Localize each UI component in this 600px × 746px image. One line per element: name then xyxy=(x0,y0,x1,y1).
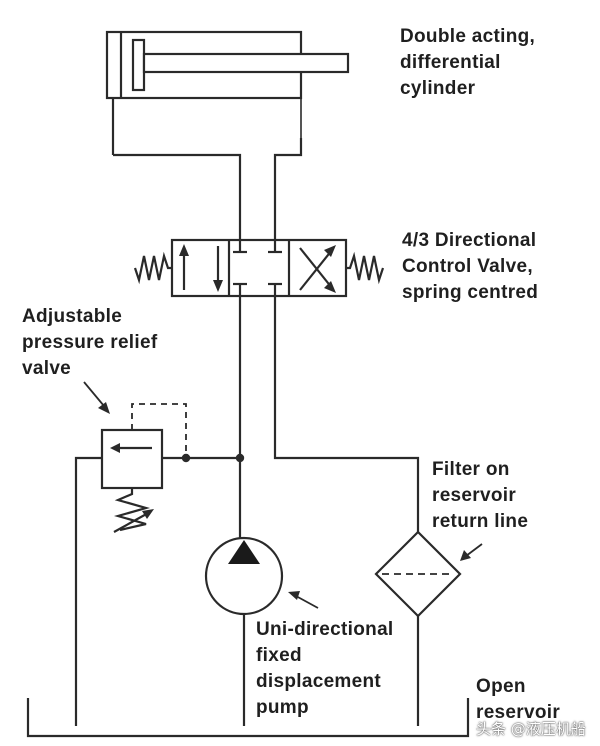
pump-label-line-2: fixed xyxy=(256,645,302,666)
filter-symbol xyxy=(374,530,462,726)
pump-label-line-3: displacement xyxy=(256,671,382,692)
reservoir-label-line-2: reservoir xyxy=(476,702,561,723)
filter-label-line-3: return line xyxy=(432,511,529,532)
control-valve-label-line-2: Control Valve, xyxy=(402,256,533,277)
relief-valve-leader-arrowhead xyxy=(98,402,110,414)
cylinder-label: Double acting, differential cylinder xyxy=(400,24,535,102)
valve-right-arrowhead-1 xyxy=(324,245,336,257)
relief-valve-spring xyxy=(113,488,151,532)
valve-right-cross-arrow-2 xyxy=(299,247,333,289)
relief-valve-label: Adjustable pressure relief valve xyxy=(22,304,157,382)
reservoir-label-line-1: Open xyxy=(476,676,526,697)
watermark: 头条 @液压机船 xyxy=(476,720,586,738)
valve-left-arrowhead-up xyxy=(179,244,189,256)
cylinder-label-line-2: differential xyxy=(400,52,501,73)
pump-direction-triangle xyxy=(228,540,260,564)
valve-right-spring xyxy=(346,251,385,285)
pump-label: Uni-directional fixed displacement pump xyxy=(256,617,394,721)
relief-valve-label-line-1: Adjustable xyxy=(22,306,123,327)
cylinder-label-line-3: cylinder xyxy=(400,78,476,99)
pump-leader-line xyxy=(295,595,319,609)
reservoir-label: Open reservoir xyxy=(476,674,560,726)
filter-leader-arrowhead xyxy=(460,550,471,561)
cylinder-label-line-1: Double acting, xyxy=(400,26,536,47)
relief-valve-adjust-arrow xyxy=(113,511,151,533)
control-valve-label-line-1: 4/3 Directional xyxy=(402,230,537,251)
relief-valve-adjust-arrowhead xyxy=(142,509,154,519)
pump-label-line-4: pump xyxy=(256,697,309,718)
relief-valve-label-line-3: valve xyxy=(22,358,72,379)
control-valve-label: 4/3 Directional Control Valve, spring ce… xyxy=(402,228,538,306)
control-valve-label-line-3: spring centred xyxy=(402,282,539,303)
valve-body xyxy=(170,238,348,298)
junction-dot-pilot xyxy=(181,453,191,463)
return-line xyxy=(273,296,420,532)
pump-label-line-1: Uni-directional xyxy=(256,619,394,640)
cylinder-symbol xyxy=(105,30,350,155)
relief-valve-arrowhead xyxy=(110,443,120,453)
cylinder-rod xyxy=(142,52,350,74)
relief-valve-body xyxy=(100,428,164,490)
cylinder-cap-port-line xyxy=(113,153,242,240)
junction-dot-pump xyxy=(235,453,245,463)
valve-right-arrowhead-2 xyxy=(324,281,336,293)
cylinder-rod-port-line xyxy=(273,138,303,240)
reservoir-tank xyxy=(26,698,470,738)
directional-control-valve-symbol xyxy=(133,238,385,298)
relief-valve-leader-line xyxy=(83,381,105,407)
filter-label-line-2: reservoir xyxy=(432,485,517,506)
valve-right-cross-arrow-1 xyxy=(299,249,333,291)
pump-symbol xyxy=(204,536,284,726)
pressure-relief-valve-symbol xyxy=(74,403,240,726)
valve-left-arrowhead-down xyxy=(213,280,223,292)
relief-valve-drain-line xyxy=(74,456,102,726)
cylinder-piston xyxy=(131,38,146,92)
relief-valve-pilot-line xyxy=(131,403,187,458)
filter-label-line-1: Filter on xyxy=(432,459,510,480)
filter-leader-line xyxy=(465,543,483,557)
pump-leader-arrowhead xyxy=(288,591,300,600)
relief-valve-label-line-2: pressure relief xyxy=(22,332,158,353)
filter-label: Filter on reservoir return line xyxy=(432,457,528,535)
valve-left-spring xyxy=(133,251,172,285)
